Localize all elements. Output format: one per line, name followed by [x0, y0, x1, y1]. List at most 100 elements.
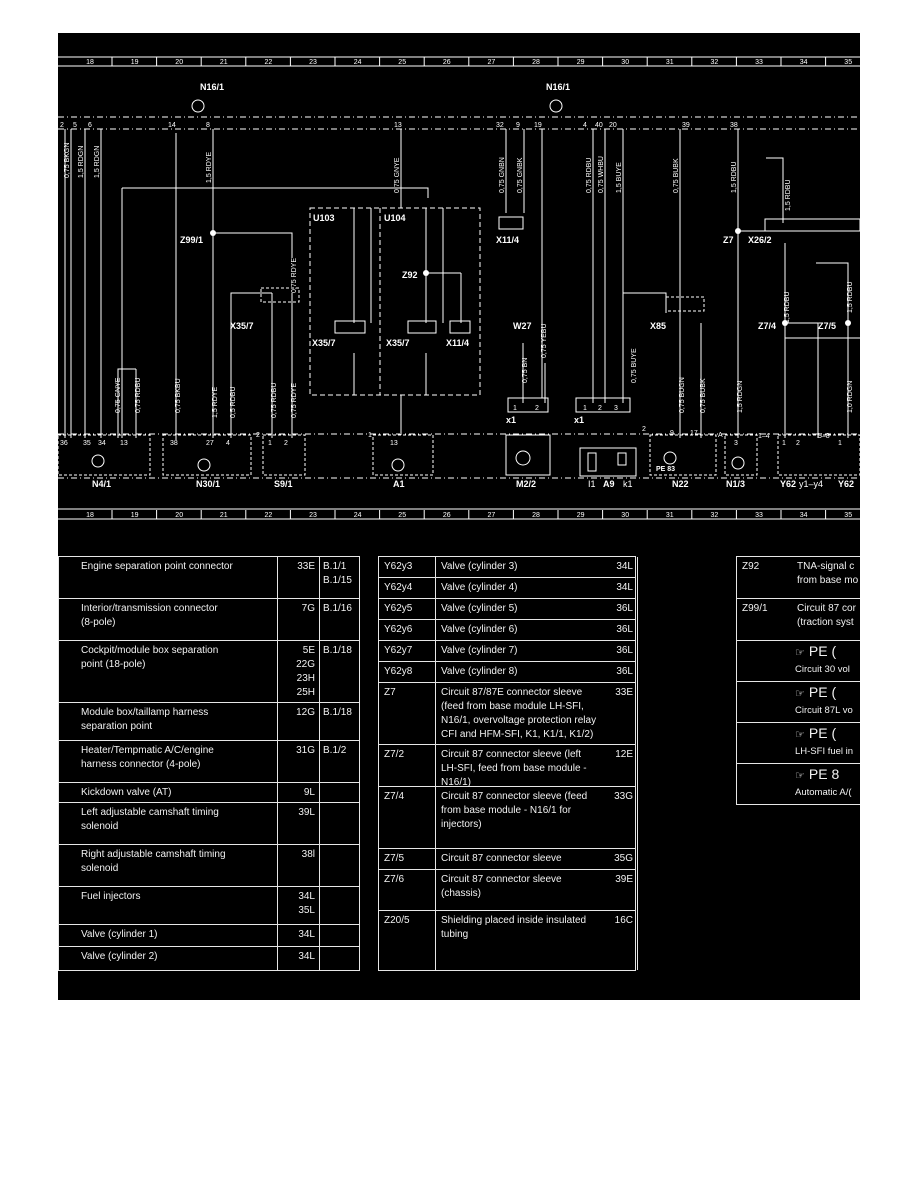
component-label: X35/7: [230, 321, 254, 331]
grid-column-number: 21: [220, 512, 228, 519]
legend-ref: B.1/16: [323, 603, 352, 614]
component-label: X85: [650, 321, 666, 331]
component-name: N1/3: [726, 479, 745, 489]
legend-label: Left adjustable camshaft timing solenoid: [81, 807, 219, 832]
component-name: Y62: [838, 479, 854, 489]
wire-label: 0,75 YEBU: [541, 323, 548, 358]
legend-code: Y62y8: [384, 666, 413, 677]
grid-column-number: 32: [711, 512, 719, 519]
wire-label: 0,75 BUYE: [631, 348, 638, 383]
grid-column-number: 27: [488, 59, 496, 66]
wire-label: 0,75 BKGN: [64, 143, 71, 178]
grid-column-number: 19: [131, 512, 139, 519]
pe-subtitle: Automatic A/(: [795, 787, 852, 798]
legend-label: Heater/Tempmatic A/C/engine harness conn…: [81, 745, 214, 770]
grid-column-number: 31: [666, 512, 674, 519]
wire-label: 0,75 BN: [522, 358, 529, 383]
legend-coord: 12E: [615, 749, 633, 760]
pin-number: 3: [614, 405, 618, 412]
legend-coord: 39L: [298, 807, 315, 818]
grid-column-number: 35: [844, 512, 852, 519]
legend-label: Engine separation point connector: [81, 561, 233, 572]
legend-label: Kickdown valve (AT): [81, 787, 172, 798]
legend-code: Y62y4: [384, 582, 413, 593]
grid-column-number: 22: [265, 512, 273, 519]
pin-number: 2: [642, 426, 646, 433]
pe-title: PE (: [808, 726, 837, 741]
legend-row: Cockpit/module box separation point (18-…: [59, 641, 359, 703]
component-label: Z99/1: [180, 235, 203, 245]
grid-column-number: 23: [309, 512, 317, 519]
legend-label: Circuit 87 connector sleeve: [441, 853, 562, 864]
component-label: X11/4: [446, 338, 469, 348]
grid-column-number: 20: [175, 59, 183, 66]
legend-code: Z7: [384, 687, 396, 698]
legend-label: Cockpit/module box separation point (18-…: [81, 645, 219, 670]
grid-column-number: 26: [443, 512, 451, 519]
legend-ref: B.1/18: [323, 645, 352, 656]
grid-column-number: 30: [621, 59, 629, 66]
grid-column-number: 32: [711, 59, 719, 66]
legend-row: Interior/transmission connector (8-pole)…: [59, 599, 359, 641]
pin-number: 35: [83, 440, 91, 447]
wire-label: 0,75 GNYE: [394, 157, 401, 193]
grid-column-number: 30: [621, 512, 629, 519]
wire-label: 0,75 RDYE: [291, 383, 298, 418]
legend-label: Valve (cylinder 2): [81, 951, 158, 962]
grid-column-number: 25: [398, 59, 406, 66]
legend-label: Shielding placed inside insulated tubing: [441, 915, 587, 940]
pe-subtitle: LH-SFI fuel in: [795, 746, 854, 757]
component-label: U104: [384, 213, 406, 223]
component-name: A9: [603, 479, 615, 489]
grid-column-number: 31: [666, 59, 674, 66]
grid-column-number: 19: [131, 59, 139, 66]
wire-label: 0,75 RDBU: [586, 158, 593, 193]
grid-column-number: 24: [354, 512, 362, 519]
pin-number: 2: [284, 440, 288, 447]
legend-ref: B.1/2: [323, 745, 347, 756]
pe-reference-row: ☞PE (Circuit 87L vo: [737, 682, 860, 723]
legend-label: TNA-signal c from base mo: [797, 561, 859, 586]
pointing-hand-icon: ☞: [795, 729, 805, 741]
svg-text:32: 32: [496, 122, 504, 129]
wire-label: 1,5 RDBU: [847, 281, 854, 313]
legend-label: Valve (cylinder 6): [441, 624, 518, 635]
pin-number: 1: [782, 440, 786, 447]
legend-coord: 34L: [298, 929, 315, 940]
legend-coord: 16C: [614, 915, 633, 926]
legend-ref: B.1/18: [323, 707, 352, 718]
legend-code: Z7/6: [384, 874, 405, 885]
svg-text:14: 14: [168, 122, 176, 129]
wire-label: 1,5 RDGN: [94, 146, 101, 178]
component-label: X35/7: [312, 338, 336, 348]
grid-column-number: 23: [309, 59, 317, 66]
legend-coord: 34L: [616, 561, 633, 572]
legend-code: Y62y3: [384, 561, 413, 572]
legend-label: Valve (cylinder 3): [441, 561, 518, 572]
legend-label: Circuit 87 connector sleeve (feed from b…: [441, 791, 588, 830]
pin-number: 1: [583, 405, 587, 412]
component-label: Z92: [402, 270, 418, 280]
pin-number: 34: [98, 440, 106, 447]
module-label-n16-1-left: N16/1: [200, 82, 224, 92]
grid-column-number: 33: [755, 512, 763, 519]
legend-coord: 5E 22G 23H 25H: [296, 645, 315, 698]
grid-column-number: 28: [532, 59, 540, 66]
wire-label: 1,5 RDYE: [206, 152, 213, 183]
component-name: S9/1: [274, 479, 293, 489]
legend-code: Y62y5: [384, 603, 413, 614]
pin-number: 38: [170, 440, 178, 447]
legend-code: Z7/2: [384, 749, 405, 760]
legend-code: Z99/1: [742, 603, 768, 614]
grid-column-number: 25: [398, 512, 406, 519]
transistor-icon: [191, 99, 205, 113]
legend-coord: 33G: [614, 791, 633, 802]
